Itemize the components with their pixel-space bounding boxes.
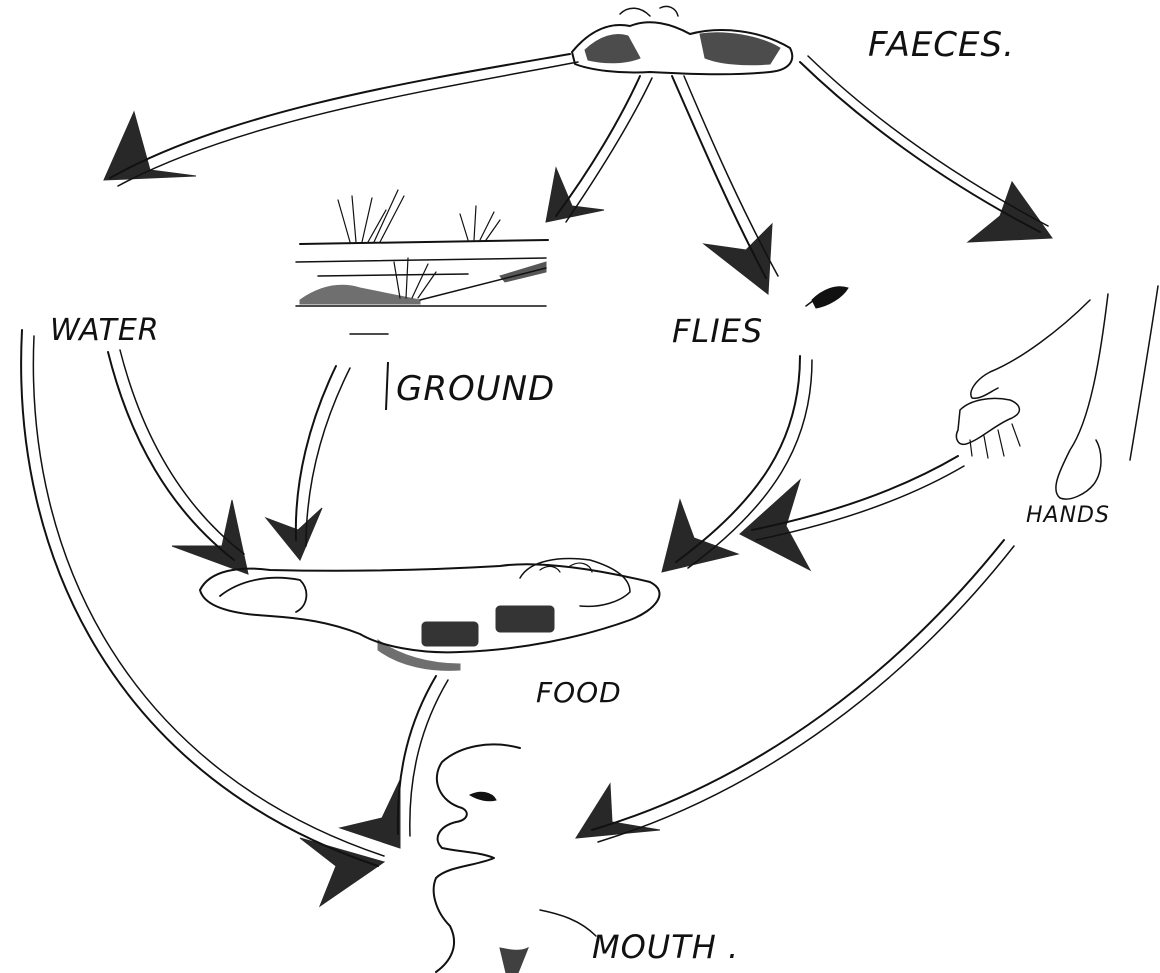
label-mouth: MOUTH .	[592, 928, 739, 966]
arrow-water-to-food	[107, 349, 249, 575]
mouth-illustration	[432, 743, 597, 973]
arrow-food-to-mouth	[338, 675, 449, 849]
faeces-illustration	[571, 5, 794, 76]
label-ground: GROUND	[396, 369, 555, 409]
arrow-hands-to-food	[739, 455, 965, 572]
arrow-ground-to-food	[264, 365, 351, 561]
label-food: FOOD	[536, 676, 622, 709]
label-water: WATER	[50, 313, 160, 348]
arrow-faeces-to-water	[103, 53, 579, 187]
arrow-water-to-mouth	[20, 329, 386, 908]
arrow-faeces-to-flies	[671, 75, 779, 295]
arrow-faeces-to-hands	[799, 55, 1053, 243]
ground-illustration	[295, 189, 549, 335]
fly-illustration	[805, 286, 849, 309]
arrow-faeces-to-ground	[545, 75, 653, 223]
food-illustration	[199, 557, 661, 671]
label-faeces: FAECES.	[868, 25, 1015, 65]
label-hands: HANDS	[1026, 503, 1110, 528]
ground-label-bar	[385, 361, 389, 411]
arrows	[20, 53, 1053, 908]
arrow-hands-to-mouth	[575, 539, 1015, 843]
hands-illustration	[955, 285, 1159, 500]
label-flies: FLIES	[672, 312, 763, 350]
arrow-flies-to-food	[661, 355, 813, 573]
